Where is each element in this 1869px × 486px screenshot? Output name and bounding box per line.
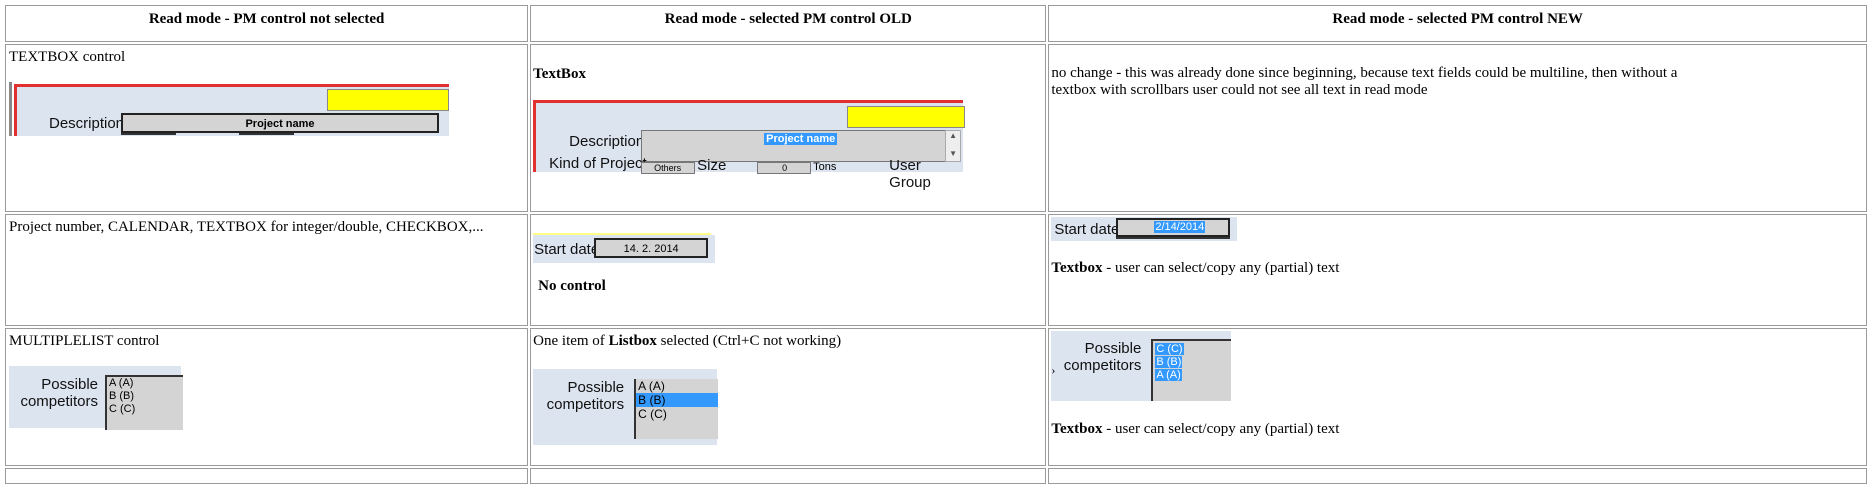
required-field-marker-old [847,106,966,128]
list-item[interactable]: C (C) [109,403,136,415]
no-control-label: No control [538,278,606,294]
user-group-label: User Group [889,157,931,191]
textbox-title: TextBox [533,66,586,82]
list-item-selected[interactable]: B (B) [636,393,719,407]
comparison-table: Read mode - PM control not selected Read… [3,3,1869,486]
list-item-selected[interactable]: C (C) [1155,343,1184,355]
list-item[interactable]: A (A) [109,377,134,389]
scroll-up-icon[interactable]: ▲ [949,131,958,140]
list-item-selected[interactable]: B (B) [1155,356,1183,368]
calendar-controls-title: Project number, CALENDAR, TEXTBOX for in… [9,219,484,235]
list-item[interactable]: A (A) [638,379,665,393]
header-not-selected: Read mode - PM control not selected [5,5,529,42]
project-name-field[interactable]: Project name [121,113,439,133]
scroll-down-icon[interactable]: ▼ [949,149,958,158]
textbox-copy-note-row2: Textbox - user can select/copy any (part… [1051,260,1340,276]
textbox-old-form-snippet: Description Project name ▲ ▼ Kind of Pro… [533,100,966,191]
list-item-selected[interactable]: A (A) [1155,369,1182,381]
competitors-list[interactable]: A (A) B (B) C (C) [105,375,183,430]
start-date-field-old[interactable]: 14. 2. 2014 [594,238,709,258]
textbox-form-snippet: Description Project name [9,82,449,136]
list-item[interactable]: C (C) [638,407,667,421]
vertical-scrollbar[interactable]: ▲ ▼ [945,130,962,162]
cell-textbox-selected-old: TextBox Description Project name ▲ ▼ Kin… [530,44,1047,212]
size-field[interactable]: 0 [757,162,812,174]
competitors-listbox-old[interactable]: A (A) B (B) C (C) [634,379,719,439]
cell-calendar-selected-old: Start date 14. 2. 2014 No control [530,214,1047,326]
start-date-label-old: Start date [534,241,600,258]
textbox-copy-note-row3: Textbox - user can select/copy any (part… [1051,421,1340,437]
description-label: Description [49,115,125,132]
description-label-old: Description [569,133,645,150]
header-selected-old: Read mode - selected PM control OLD [530,5,1047,42]
project-name-multiline-field[interactable]: Project name [641,130,948,162]
kind-of-project-field[interactable]: Others [641,162,696,174]
cell-calendar-selected-new: Start date 2/14/2014 Textbox - user can … [1048,214,1867,326]
competitors-textbox-new[interactable]: C (C) B (B) A (A) [1151,339,1232,401]
start-date-label-new: Start date [1054,221,1120,238]
tons-label: Tons [813,161,837,173]
no-change-note: no change - this was already done since … [1051,65,1678,98]
kind-of-project-label: Kind of Project [549,155,647,172]
textbox-control-title: TEXTBOX control [9,49,126,65]
cell-textbox-not-selected: TEXTBOX control Description Project name [5,44,529,212]
required-field-marker [327,89,449,111]
list-item[interactable]: B (B) [109,390,135,402]
header-selected-new: Read mode - selected PM control NEW [1048,5,1867,42]
size-label: Size [697,157,727,174]
multiplelist-title: MULTIPLELIST control [9,333,160,349]
cell-textbox-selected-new: no change - this was already done since … [1048,44,1867,212]
cell-multiplelist-selected-old: One item of Listbox selected (Ctrl+C not… [530,328,1047,466]
start-date-textbox-new[interactable]: 2/14/2014 [1116,218,1231,237]
listbox-note: One item of Listbox selected (Ctrl+C not… [533,333,842,349]
caret-icon: › [1051,363,1056,377]
cell-calendar-not-selected: Project number, CALENDAR, TEXTBOX for in… [5,214,529,326]
